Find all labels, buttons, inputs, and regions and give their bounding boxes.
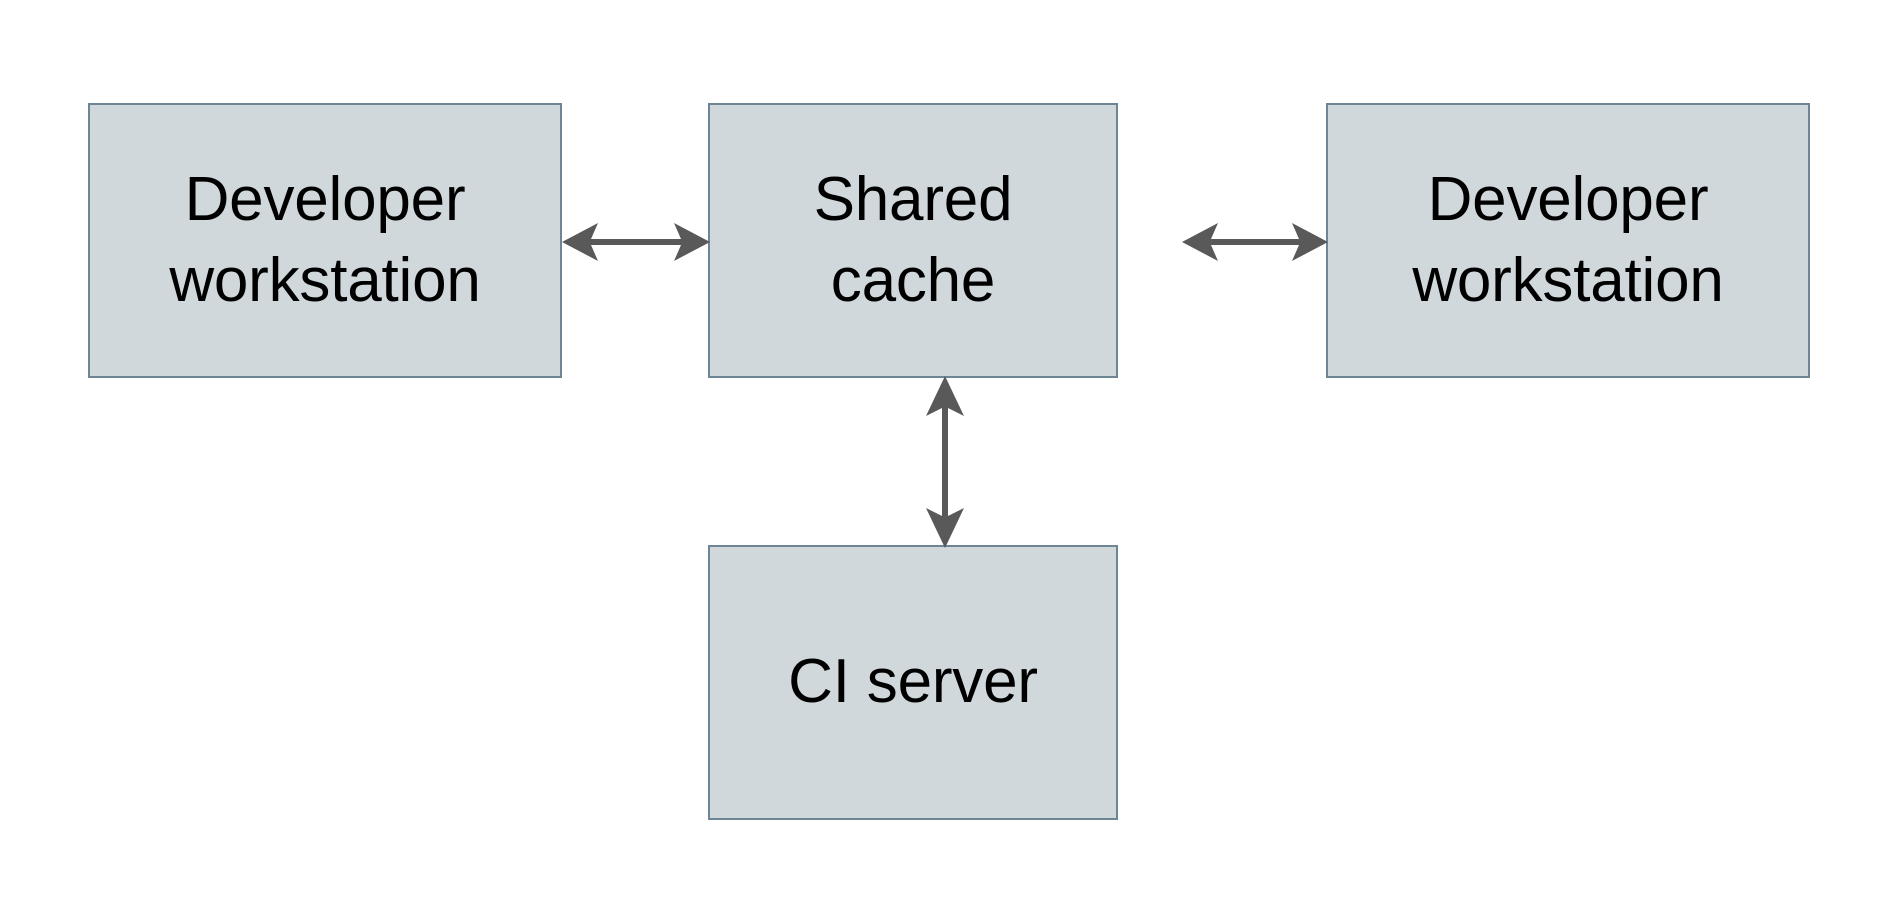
node-label-ci-server: CI server <box>788 647 1038 717</box>
double-arrow-icon <box>562 223 710 261</box>
double-arrow-icon <box>926 376 964 548</box>
node-developer-workstation-right[interactable]: Developer workstation <box>1326 103 1810 378</box>
node-shared-cache[interactable]: Shared cache <box>708 103 1118 378</box>
connector-shared-cache-to-ci-server[interactable] <box>909 374 981 550</box>
node-developer-workstation-left[interactable]: Developer workstation <box>88 103 562 378</box>
connector-developer-left-to-shared-cache[interactable] <box>560 206 712 278</box>
node-label-developer-workstation-right: Developer workstation <box>1412 164 1724 315</box>
connector-shared-cache-to-developer-right[interactable] <box>1116 206 1330 278</box>
double-arrow-icon <box>1182 223 1328 261</box>
node-label-shared-cache: Shared cache <box>813 164 1013 315</box>
node-ci-server[interactable]: CI server <box>708 545 1118 820</box>
node-label-developer-workstation-left: Developer workstation <box>169 164 481 315</box>
